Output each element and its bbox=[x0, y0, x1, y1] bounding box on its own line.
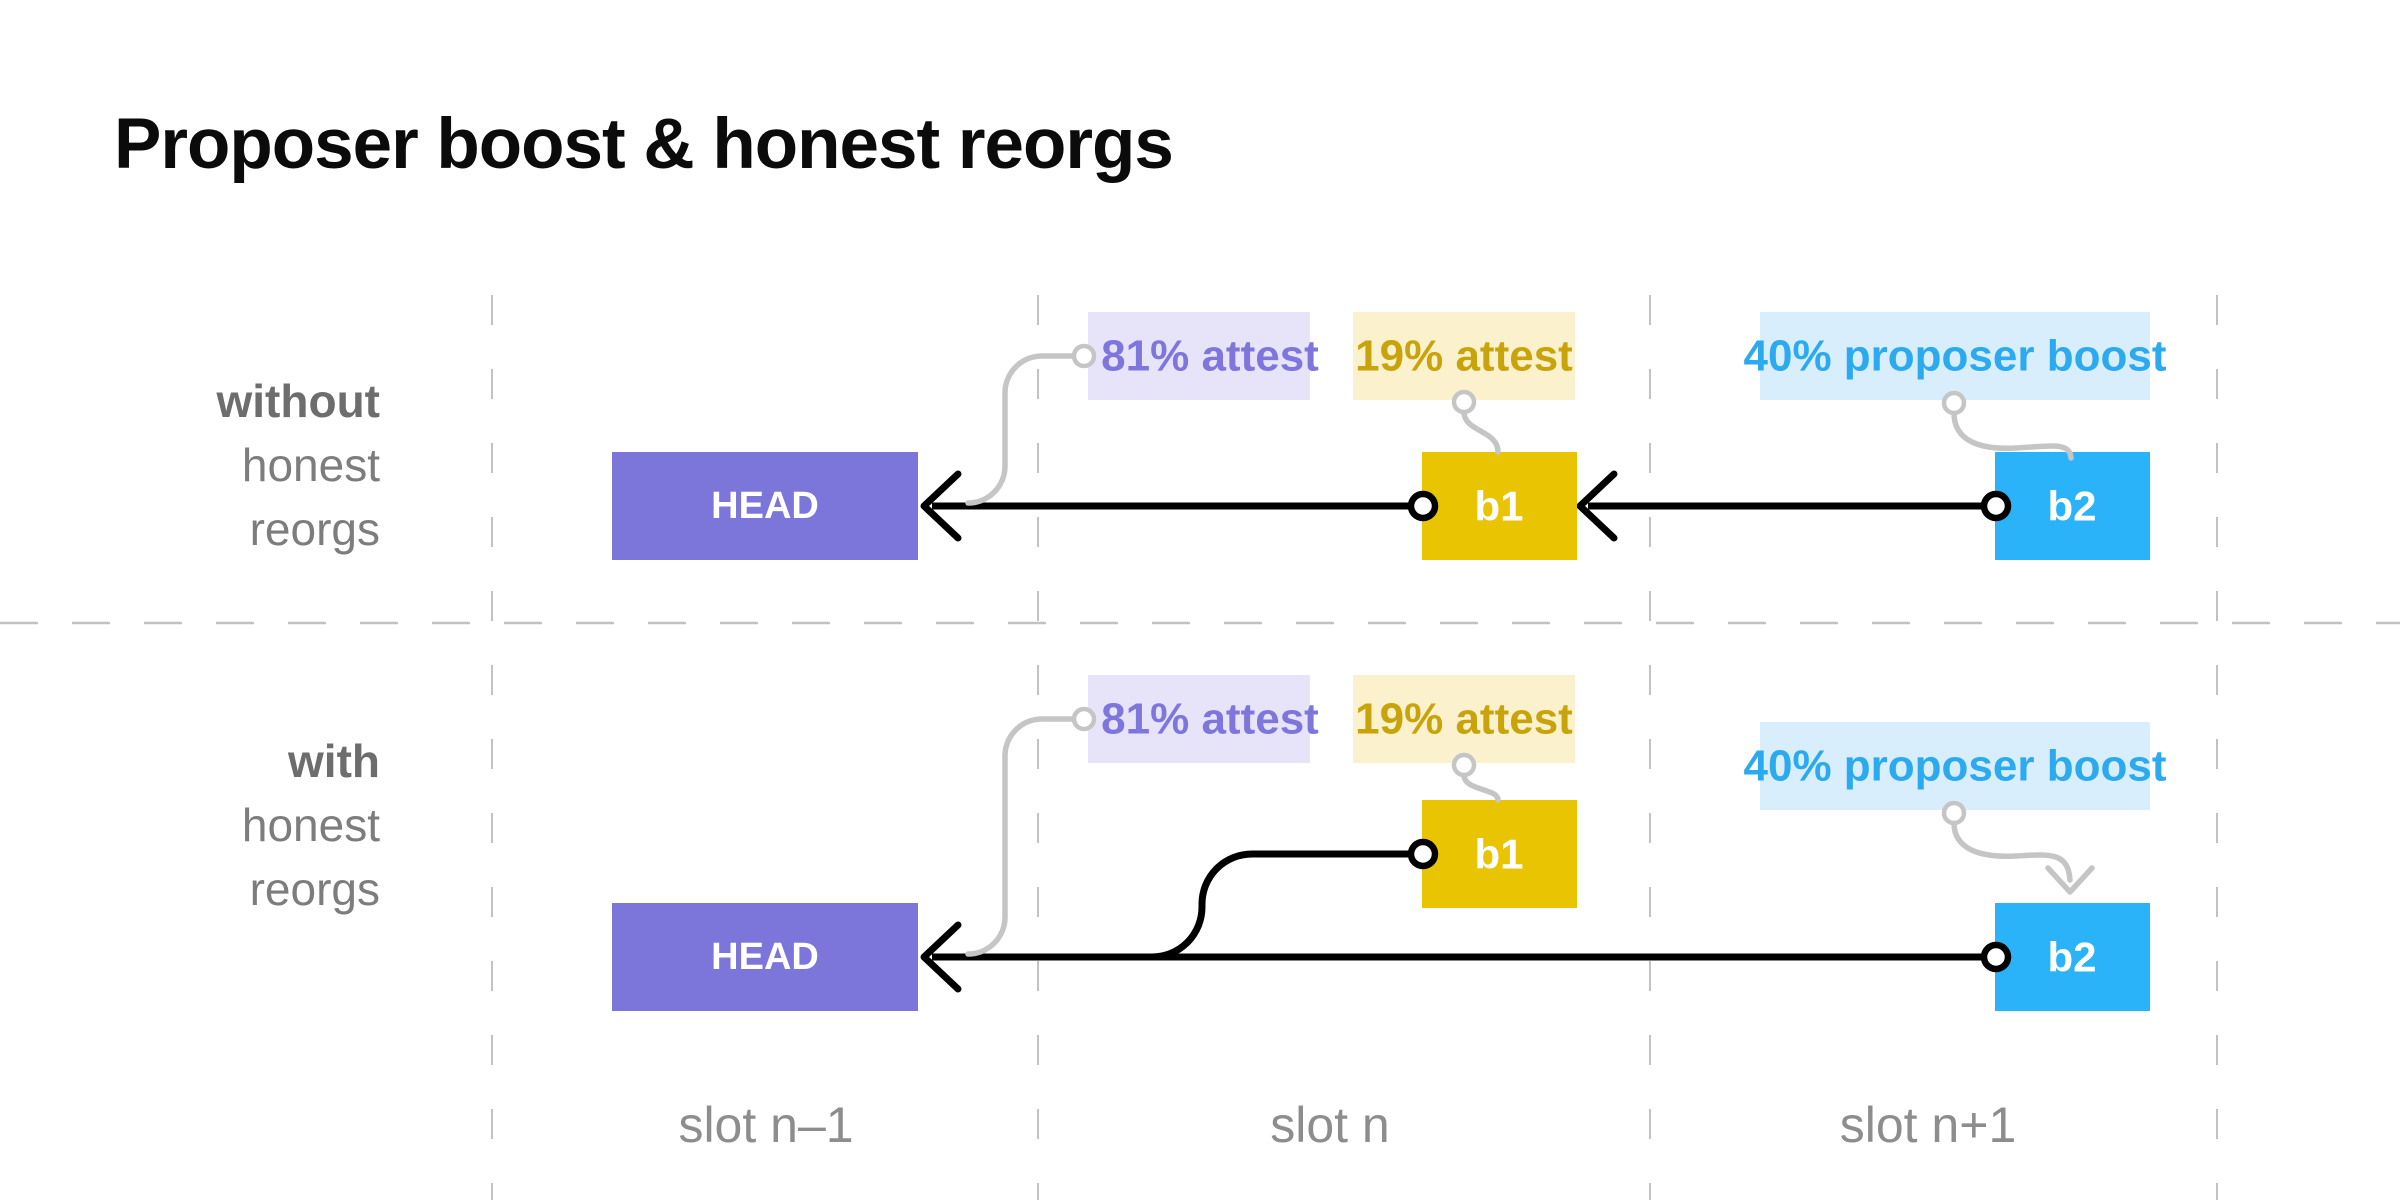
head-block bbox=[612, 903, 918, 1011]
row-label-without-word2: honest bbox=[242, 439, 380, 491]
slot-label-next: slot n+1 bbox=[1840, 1097, 2017, 1153]
edge-origin-dot-b2 bbox=[1980, 941, 2012, 973]
head-block-label: HEAD bbox=[711, 936, 819, 978]
boost-40-arrowhead-icon bbox=[2045, 865, 2095, 895]
attest-81-badge-label: 81% attest bbox=[1101, 695, 1319, 744]
b2-block bbox=[1995, 452, 2150, 560]
slot-label-prev: slot n–1 bbox=[678, 1097, 853, 1153]
attest-81-connector-dot bbox=[1071, 706, 1097, 732]
row-label-without: without honest reorgs bbox=[216, 375, 381, 555]
attest-81-badge-label: 81% attest bbox=[1101, 332, 1319, 381]
row-label-with-word3: reorgs bbox=[250, 863, 380, 915]
attest-19-badge-label: 19% attest bbox=[1355, 695, 1573, 744]
slot-dividers bbox=[491, 295, 2218, 1200]
boost-40-badge-label: 40% proposer boost bbox=[1744, 332, 2167, 381]
b2-block-label: b2 bbox=[2047, 934, 2096, 981]
row-with: with honest reorgs HEAD b1 b2 81% attest… bbox=[242, 675, 2167, 1011]
attest-81-connector-dot bbox=[1071, 343, 1097, 369]
edge-origin-dot-b2 bbox=[1980, 490, 2012, 522]
boost-40-badge-label: 40% proposer boost bbox=[1744, 742, 2167, 791]
edge-origin-dot-b1 bbox=[1407, 838, 1439, 870]
attest-19-connector bbox=[1461, 772, 1501, 803]
edge-origin-dot-b1 bbox=[1407, 490, 1439, 522]
row-label-with-word1: with bbox=[287, 735, 380, 787]
attest-81-badge bbox=[1088, 312, 1310, 400]
head-block bbox=[612, 452, 918, 560]
row-label-without-word1: without bbox=[216, 375, 381, 427]
attest-81-connector bbox=[965, 716, 1077, 957]
b2-block-label: b2 bbox=[2047, 483, 2096, 530]
row-label-with: with honest reorgs bbox=[242, 735, 380, 915]
row-label-without-word3: reorgs bbox=[250, 503, 380, 555]
boost-40-badge bbox=[1760, 312, 2150, 400]
attest-19-badge bbox=[1353, 312, 1575, 400]
attest-19-connector-dot bbox=[1451, 389, 1477, 415]
boost-40-connector-dot bbox=[1941, 800, 1967, 826]
slot-label-current: slot n bbox=[1270, 1097, 1390, 1153]
attest-81-connector bbox=[965, 353, 1077, 506]
boost-40-badge bbox=[1760, 722, 2150, 810]
b1-block-label: b1 bbox=[1474, 483, 1523, 530]
b2-block bbox=[1995, 903, 2150, 1011]
arrowhead-icon bbox=[920, 470, 962, 542]
b1-block bbox=[1422, 800, 1577, 908]
attest-19-badge-label: 19% attest bbox=[1355, 332, 1573, 381]
b1-block-label: b1 bbox=[1474, 831, 1523, 878]
arrowhead-icon bbox=[1576, 470, 1618, 542]
row-label-with-word2: honest bbox=[242, 799, 380, 851]
boost-40-connector bbox=[1951, 410, 2074, 461]
arrowhead-icon bbox=[920, 921, 962, 993]
attest-19-connector-dot bbox=[1451, 752, 1477, 778]
attest-81-badge bbox=[1088, 675, 1310, 763]
row-without: without honest reorgs HEAD b1 b2 81% att… bbox=[216, 312, 2167, 560]
attest-19-badge bbox=[1353, 675, 1575, 763]
boost-40-connector bbox=[1951, 820, 2073, 883]
b1-block bbox=[1422, 452, 1577, 560]
edge-b1-merge bbox=[1134, 850, 1416, 961]
slot-labels: slot n–1 slot n slot n+1 bbox=[678, 1097, 2016, 1153]
head-block-label: HEAD bbox=[711, 485, 819, 527]
attest-19-connector bbox=[1461, 409, 1501, 455]
page-title: Proposer boost & honest reorgs bbox=[114, 105, 1173, 184]
boost-40-connector-dot bbox=[1941, 390, 1967, 416]
